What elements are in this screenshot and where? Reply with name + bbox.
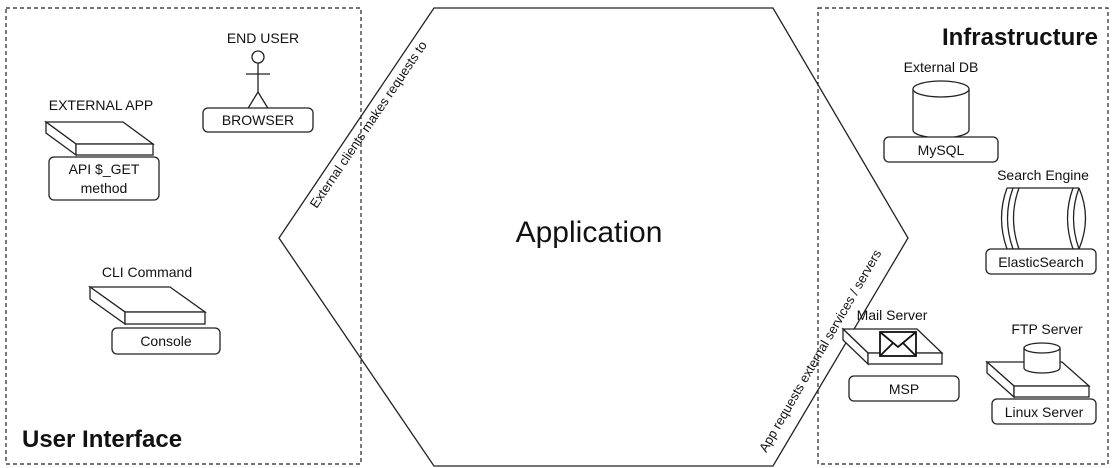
api-method-box [48, 156, 160, 201]
search-engine-label: Search Engine [997, 167, 1089, 183]
end-user-label: END USER [227, 30, 299, 46]
msp-box [848, 375, 960, 402]
ftp-server-device-icon [985, 360, 1091, 399]
browser-box [202, 107, 314, 133]
user-interface-title: User Interface [22, 426, 182, 453]
infrastructure-panel [817, 7, 1109, 465]
mysql-label: MySQL [918, 142, 965, 158]
linux-server-label: Linux Server [1005, 404, 1084, 420]
external-clients-edge-text: External clients makes requests to [307, 38, 430, 211]
user-interface-panel [5, 7, 362, 465]
external-app-label: EXTERNAL APP [49, 97, 154, 113]
mail-server-label: Mail Server [857, 307, 928, 323]
cli-command-label: CLI Command [102, 264, 192, 280]
external-app-device-icon [44, 120, 155, 157]
console-label: Console [140, 333, 192, 349]
database-icon [912, 80, 970, 139]
application-hexagon [278, 7, 909, 467]
ftp-database-icon [1023, 342, 1061, 374]
api-method-label-line2: method [81, 180, 128, 196]
envelope-icon [879, 331, 917, 357]
linux-server-box [991, 398, 1097, 425]
cli-device-icon [87, 285, 208, 326]
mysql-box [883, 136, 999, 163]
msp-label: MSP [889, 381, 919, 397]
ftp-server-label: FTP Server [1011, 321, 1083, 337]
end-user-icon [246, 50, 270, 111]
application-title: Application [516, 216, 663, 249]
api-method-label-line1: API $_GET [69, 161, 140, 177]
search-engine-icon [1000, 187, 1087, 250]
elasticsearch-box [985, 248, 1097, 275]
infrastructure-title: Infrastructure [942, 24, 1098, 51]
elasticsearch-label: ElasticSearch [998, 254, 1084, 270]
browser-label: BROWSER [222, 112, 294, 128]
console-box [111, 327, 221, 355]
external-db-label: External DB [904, 59, 979, 75]
